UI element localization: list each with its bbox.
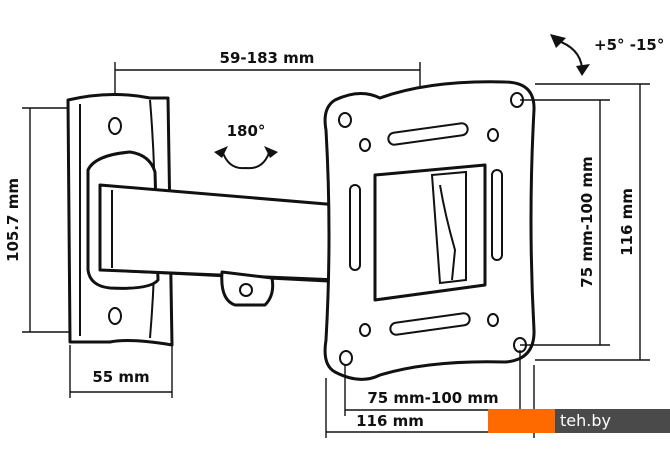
- wall-plate-width-dimension: 55 mm: [69, 345, 173, 398]
- mount-hole: [108, 307, 122, 325]
- wall-plate-height-dimension: 105.7 mm: [4, 107, 70, 333]
- vesa-vertical-dimension: 75 mm-100 mm: [520, 99, 610, 346]
- tilt-arrow-icon: [555, 39, 583, 69]
- wall-plate-height-label: 105.7 mm: [4, 178, 22, 262]
- plate-height-dimension: 116 mm: [535, 83, 650, 361]
- watermark-logo: teh.by: [488, 409, 670, 433]
- rotate-arrow-icon: [221, 149, 271, 170]
- watermark-accent: [488, 409, 555, 433]
- arm-extension-label: 59-183 mm: [220, 49, 315, 67]
- wall-plate-width-label: 55 mm: [92, 368, 149, 386]
- plate-width-label: 116 mm: [356, 412, 424, 430]
- vesa-horizontal-label: 75 mm-100 mm: [367, 389, 498, 407]
- plate-height-label: 116 mm: [618, 188, 636, 256]
- tilt-label: +5° -15°: [594, 36, 664, 54]
- arm-extension-dimension: 59-183 mm: [114, 49, 421, 105]
- watermark-text: teh.by: [560, 411, 611, 430]
- vesa-vertical-label: 75 mm-100 mm: [578, 156, 596, 287]
- tilt-indicator: +5° -15°: [550, 34, 664, 76]
- watermark-band: [555, 409, 670, 433]
- swivel-indicator: 180°: [214, 122, 278, 170]
- vesa-plate: [323, 80, 536, 381]
- swivel-label: 180°: [227, 122, 266, 140]
- mount-hole: [108, 117, 122, 135]
